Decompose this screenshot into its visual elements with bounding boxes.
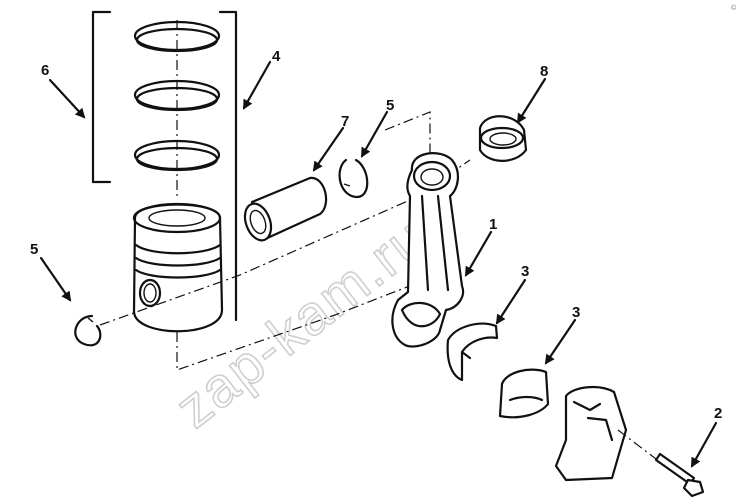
callout-label-bushing: 8 xyxy=(540,63,548,80)
callout-label-bolt: 2 xyxy=(714,405,722,422)
callout-label-retainer-lower: 5 xyxy=(30,241,38,258)
callout-label-piston: 4 xyxy=(272,48,281,65)
callout-label-piston-pin: 7 xyxy=(341,113,349,130)
retainer-upper xyxy=(338,158,369,199)
piston xyxy=(132,202,224,333)
callout-label-retainer-upper: 5 xyxy=(386,97,394,114)
callout-label-piston-rings: 6 xyxy=(41,62,49,79)
ring-set-bracket xyxy=(91,10,238,322)
connecting-rod xyxy=(391,152,465,348)
callout-label-connecting-rod: 1 xyxy=(489,216,497,233)
bearing-shell-lower xyxy=(498,368,550,419)
copyright-mark: © xyxy=(731,4,737,12)
connecting-rod-cap xyxy=(554,386,628,482)
small-end-bushing xyxy=(478,115,528,162)
callout-arrows xyxy=(39,60,718,468)
bearing-shell-upper xyxy=(446,322,499,382)
retainer-lower xyxy=(74,314,102,347)
callout-label-bearing-lower: 3 xyxy=(572,304,580,321)
piston-pin xyxy=(243,176,328,242)
callout-label-bearing-upper: 3 xyxy=(521,263,529,280)
connecting-rod-bolt xyxy=(617,429,705,498)
